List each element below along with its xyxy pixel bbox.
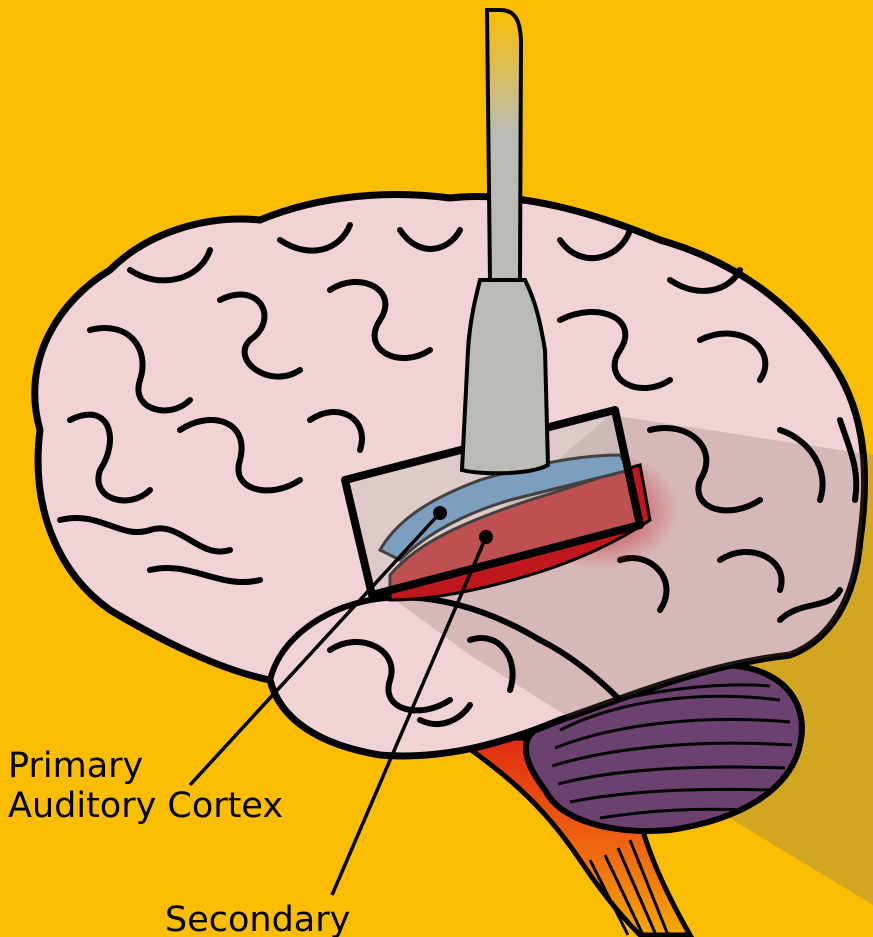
primary-pointer-dot bbox=[433, 506, 447, 520]
secondary-label-line1: Secondary bbox=[165, 902, 350, 937]
primary-label-line2: Auditory Cortex bbox=[8, 788, 283, 824]
primary-label-line1: Primary bbox=[8, 748, 143, 784]
secondary-pointer-dot bbox=[479, 530, 493, 544]
